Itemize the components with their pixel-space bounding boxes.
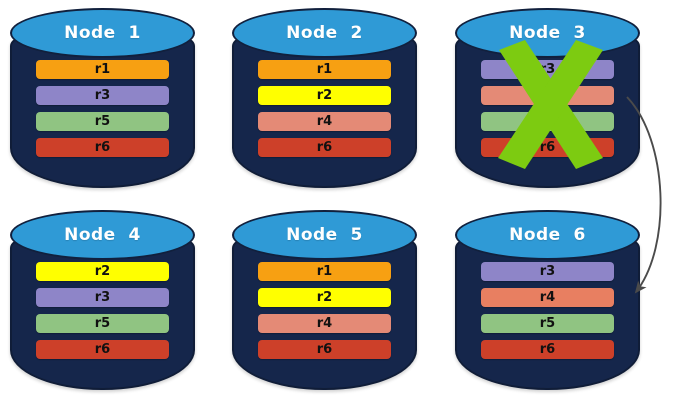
- record-bar[interactable]: r5: [481, 112, 614, 131]
- record-bar[interactable]: r1: [258, 60, 391, 79]
- record-list: r2 r3 r5 r6: [10, 262, 195, 359]
- record-label: r4: [316, 114, 333, 129]
- record-label: r6: [539, 342, 556, 357]
- record-list: r3 r4 r5 r6: [455, 60, 640, 157]
- record-label: r1: [316, 62, 333, 77]
- node-label: Node 2: [286, 23, 363, 43]
- node-label: Node 1: [64, 23, 141, 43]
- record-bar[interactable]: r6: [481, 340, 614, 359]
- node-label: Node 3: [509, 23, 586, 43]
- record-label: r6: [316, 342, 333, 357]
- record-label: r4: [539, 88, 556, 103]
- database-node-5[interactable]: Node 5 r1 r2 r4 r6: [232, 210, 417, 390]
- record-bar[interactable]: r4: [481, 288, 614, 307]
- record-label: r4: [316, 316, 333, 331]
- cylinder-top-ellipse: Node 1: [10, 8, 195, 58]
- record-label: r2: [316, 88, 333, 103]
- node-label: Node 6: [509, 225, 586, 245]
- record-label: r6: [539, 140, 556, 155]
- record-bar[interactable]: r2: [258, 288, 391, 307]
- record-bar[interactable]: r4: [258, 314, 391, 333]
- record-label: r2: [94, 264, 111, 279]
- record-bar[interactable]: r4: [258, 112, 391, 131]
- database-node-1[interactable]: Node 1 r1 r3 r5 r6: [10, 8, 195, 188]
- record-label: r2: [316, 290, 333, 305]
- record-label: r5: [94, 316, 111, 331]
- database-node-4[interactable]: Node 4 r2 r3 r5 r6: [10, 210, 195, 390]
- record-label: r1: [94, 62, 111, 77]
- record-label: r6: [94, 140, 111, 155]
- record-bar[interactable]: r6: [36, 138, 169, 157]
- cylinder-top-ellipse: Node 2: [232, 8, 417, 58]
- record-list: r3 r4 r5 r6: [455, 262, 640, 359]
- database-node-3[interactable]: Node 3 r3 r4 r5 r6: [455, 8, 640, 188]
- record-bar[interactable]: r1: [258, 262, 391, 281]
- record-list: r1 r2 r4 r6: [232, 262, 417, 359]
- record-label: r3: [539, 264, 556, 279]
- record-bar[interactable]: r2: [258, 86, 391, 105]
- record-bar[interactable]: r4: [481, 86, 614, 105]
- record-bar[interactable]: r6: [258, 340, 391, 359]
- record-bar[interactable]: r6: [481, 138, 614, 157]
- record-bar[interactable]: r3: [481, 60, 614, 79]
- record-label: r5: [539, 114, 556, 129]
- record-bar[interactable]: r3: [36, 86, 169, 105]
- record-label: r1: [316, 264, 333, 279]
- record-bar[interactable]: r6: [36, 340, 169, 359]
- record-label: r6: [316, 140, 333, 155]
- record-bar[interactable]: r2: [36, 262, 169, 281]
- cylinder-top-ellipse: Node 5: [232, 210, 417, 260]
- record-label: r3: [94, 290, 111, 305]
- record-bar[interactable]: r3: [36, 288, 169, 307]
- cylinder-top-ellipse: Node 3: [455, 8, 640, 58]
- node-label: Node 4: [64, 225, 141, 245]
- record-bar[interactable]: r1: [36, 60, 169, 79]
- record-bar[interactable]: r3: [481, 262, 614, 281]
- database-node-6[interactable]: Node 6 r3 r4 r5 r6: [455, 210, 640, 390]
- record-label: r3: [539, 62, 556, 77]
- database-node-2[interactable]: Node 2 r1 r2 r4 r6: [232, 8, 417, 188]
- cylinder-top-ellipse: Node 4: [10, 210, 195, 260]
- record-label: r3: [94, 88, 111, 103]
- record-list: r1 r2 r4 r6: [232, 60, 417, 157]
- cylinder-top-ellipse: Node 6: [455, 210, 640, 260]
- record-list: r1 r3 r5 r6: [10, 60, 195, 157]
- record-label: r6: [94, 342, 111, 357]
- record-label: r5: [539, 316, 556, 331]
- record-bar[interactable]: r5: [36, 314, 169, 333]
- record-bar[interactable]: r5: [481, 314, 614, 333]
- record-label: r4: [539, 290, 556, 305]
- record-bar[interactable]: r5: [36, 112, 169, 131]
- record-bar[interactable]: r6: [258, 138, 391, 157]
- node-label: Node 5: [286, 225, 363, 245]
- record-label: r5: [94, 114, 111, 129]
